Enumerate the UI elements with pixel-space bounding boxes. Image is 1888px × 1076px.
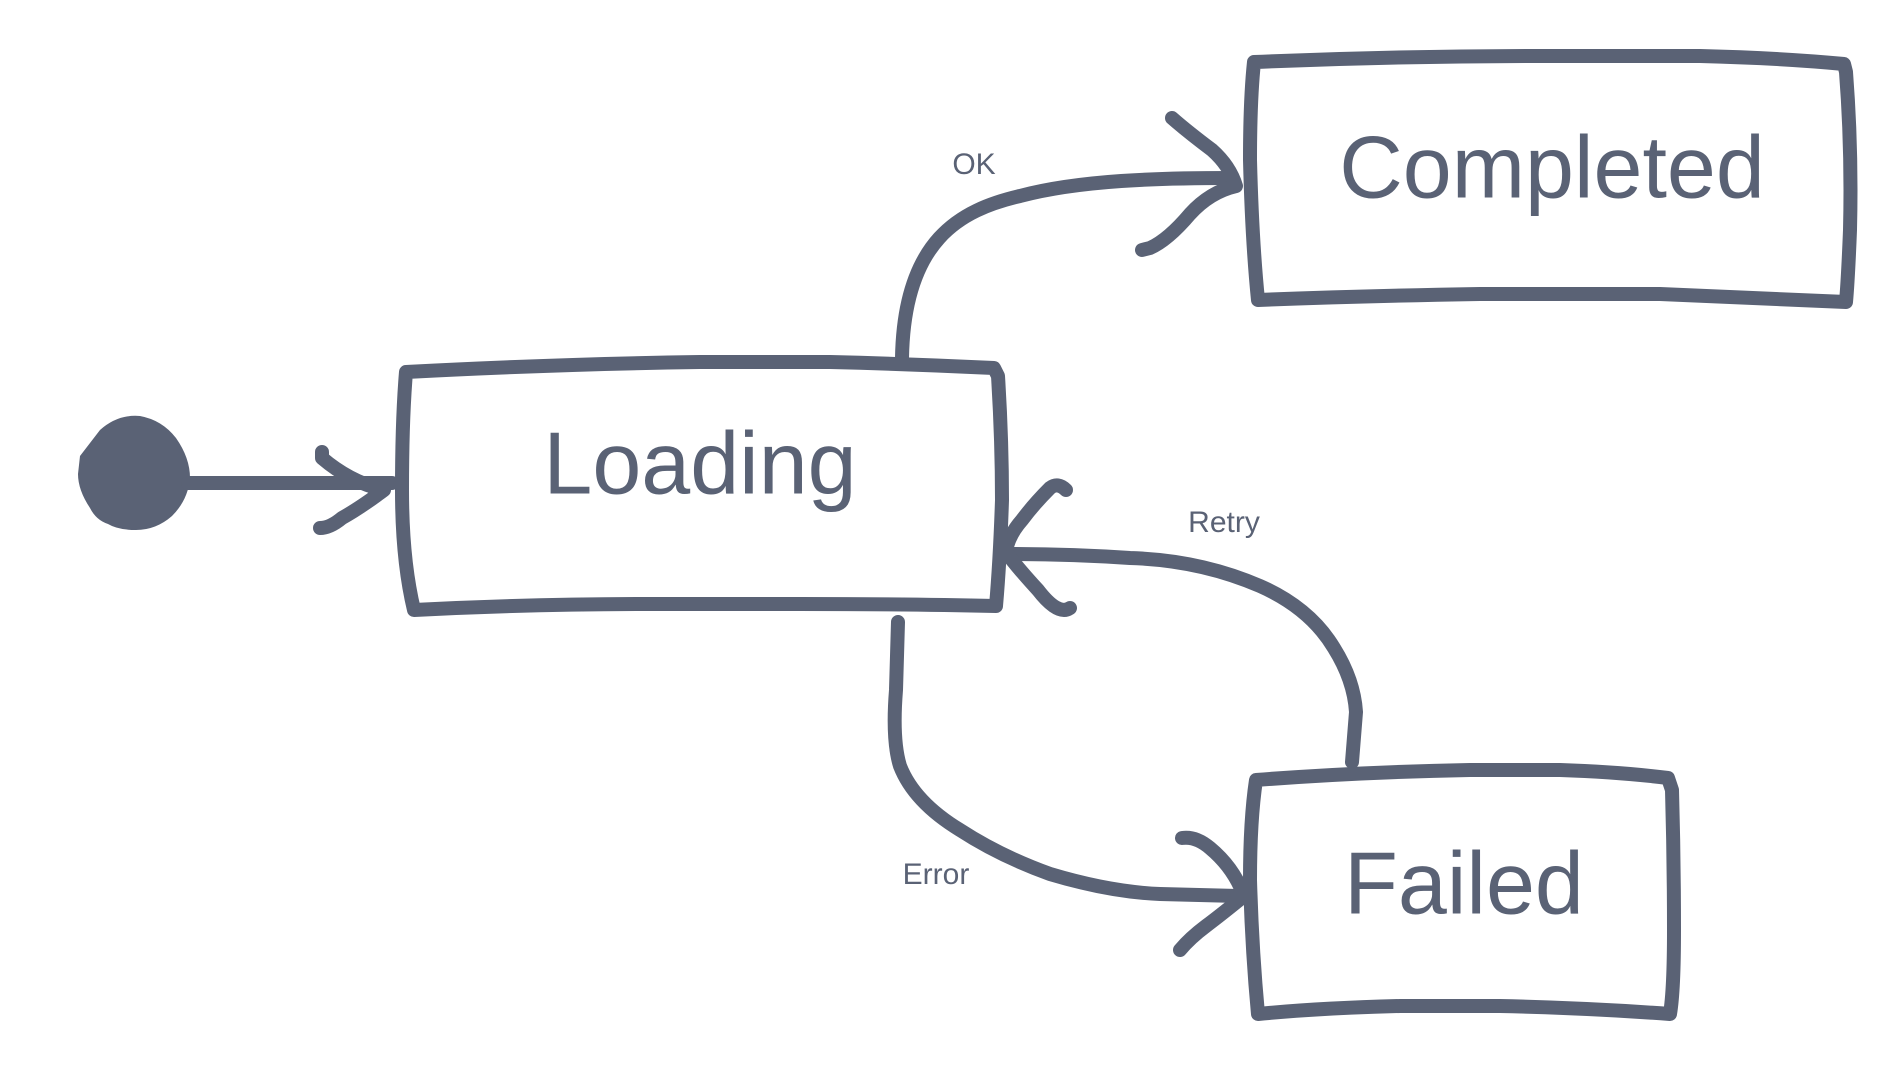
transition-retry-arrowhead [999,478,1077,617]
transition-retry: Retry [997,478,1363,769]
state-loading-box [395,355,1009,617]
initial-transition-arrowhead [313,445,391,535]
transition-ok-line [895,171,1237,365]
transition-ok-arrowhead [1135,111,1243,257]
state-failed-box [1243,763,1681,1021]
transition-error-label: Error [903,858,970,891]
transition-ok-label: OK [952,148,995,181]
state-failed-label: Failed [1344,833,1584,932]
transition-error: Error [887,615,1251,957]
initial-state [78,415,190,530]
state-loading: Loading [395,355,1009,617]
state-failed: Failed [1243,763,1681,1021]
initial-state-dot [78,415,190,530]
state-completed-label: Completed [1339,117,1765,216]
state-completed: Completed [1243,49,1858,309]
state-loading-label: Loading [543,413,856,512]
initial-transition [181,445,399,535]
transition-ok: OK [895,111,1243,365]
transition-error-line [887,615,1245,903]
transition-retry-label: Retry [1188,506,1260,539]
state-completed-box [1243,49,1858,309]
transition-retry-line [997,547,1363,769]
